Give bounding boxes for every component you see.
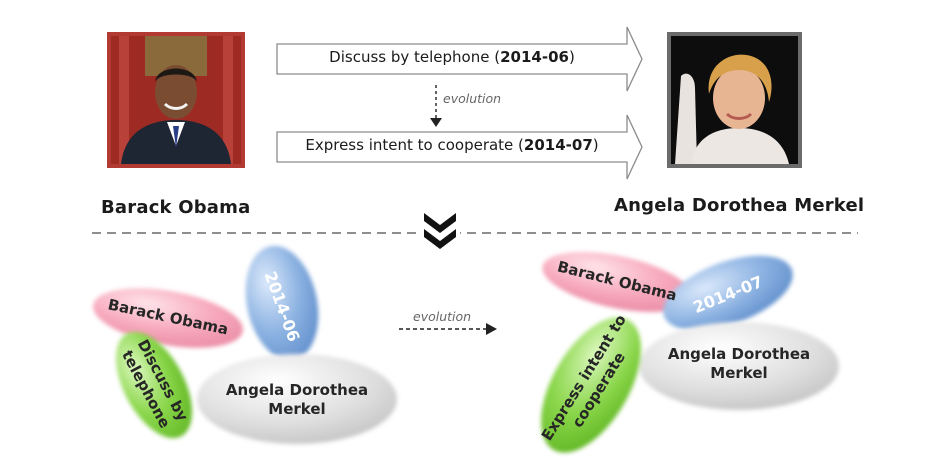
relation-2-label: Express intent to cooperate (2014-07)	[305, 136, 599, 154]
evolution-label-top: evolution	[443, 91, 502, 106]
right-subject-petal	[542, 252, 692, 312]
evolution-label-bottom: evolution	[413, 309, 472, 324]
left-time-petal	[245, 245, 319, 361]
right-relation-petal	[541, 317, 641, 453]
evolution-arrowhead-bottom	[486, 323, 497, 335]
left-relation-petal	[116, 331, 192, 439]
evolution-arrowhead-top	[430, 118, 442, 127]
merkel-portrait	[667, 32, 802, 168]
right-object-petal	[639, 322, 839, 410]
left-object-petal	[197, 354, 397, 444]
subject-name: Barack Obama	[101, 197, 251, 218]
obama-portrait-image	[111, 36, 241, 164]
relation-arrows	[276, 26, 643, 180]
section-divider	[92, 211, 858, 253]
object-name: Angela Dorothea Merkel	[614, 195, 865, 216]
left-object-label: Angela Dorothea Merkel	[225, 381, 369, 418]
obama-portrait	[107, 32, 245, 168]
double-chevron-down-icon	[424, 213, 456, 249]
relation-1-label: Discuss by telephone (2014-06)	[329, 48, 575, 66]
right-object-label: Angela Dorothea Merkel	[667, 345, 811, 382]
right-time-petal	[663, 255, 793, 331]
relation-arrow-2	[276, 114, 643, 180]
relation-arrow-1	[276, 26, 643, 92]
merkel-portrait-image	[671, 36, 798, 164]
